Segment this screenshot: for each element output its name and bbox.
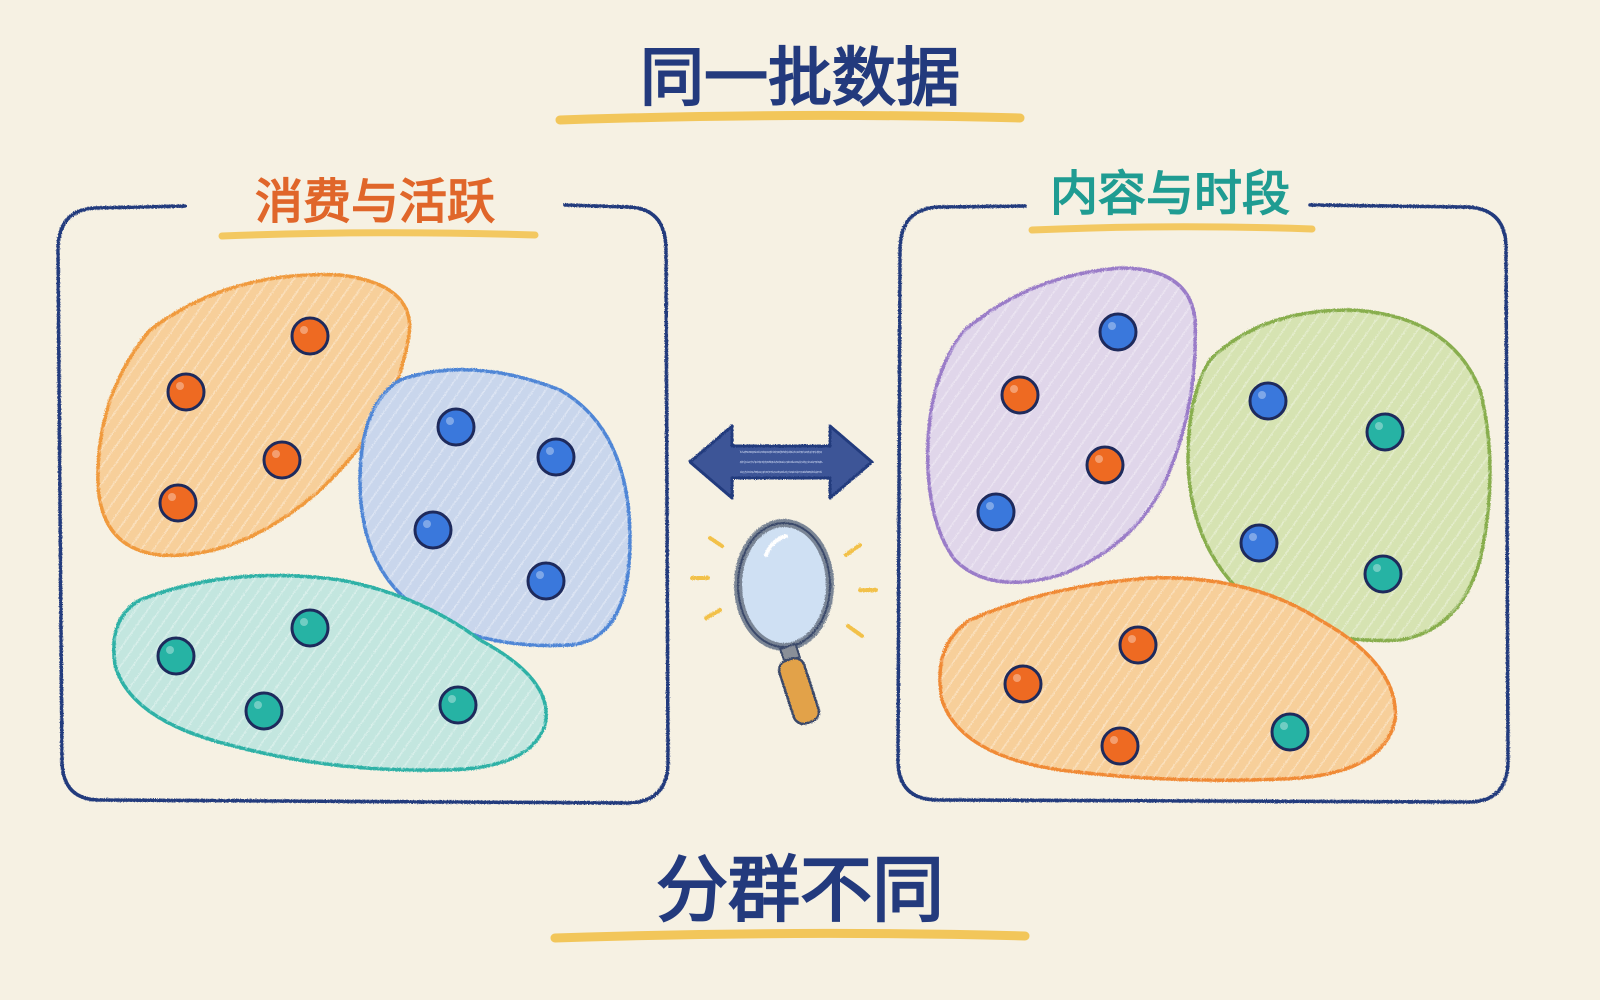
left-point-highlight	[536, 571, 544, 579]
right-point-orange	[1118, 625, 1158, 665]
left-point-orange	[166, 372, 206, 412]
left-point-orange	[262, 440, 302, 480]
left-point-blue	[526, 561, 566, 601]
right-point-highlight	[986, 502, 994, 510]
right-panel-frame	[896, 203, 1510, 804]
right-cluster-purple	[925, 266, 1198, 585]
left-point-highlight	[448, 695, 456, 703]
left-point-teal	[438, 685, 478, 725]
right-point-highlight	[1249, 533, 1257, 541]
left-point-highlight	[546, 447, 554, 455]
right-point-orange	[1085, 445, 1125, 485]
left-point-highlight	[166, 646, 174, 654]
right-point-highlight	[1110, 736, 1118, 744]
right-point-orange	[1100, 726, 1140, 766]
right-point-highlight	[1013, 674, 1021, 682]
left-point-orange	[290, 316, 330, 356]
left-point-highlight	[176, 382, 184, 390]
left-points	[156, 316, 576, 731]
left-cluster-teal	[112, 573, 548, 772]
left-point-highlight	[168, 493, 176, 501]
magnifier-icon	[690, 519, 878, 726]
right-point-teal	[1363, 554, 1403, 594]
left-point-highlight	[300, 618, 308, 626]
right-point-highlight	[1280, 722, 1288, 730]
right-point-highlight	[1258, 391, 1266, 399]
right-point-highlight	[1010, 385, 1018, 393]
left-point-highlight	[423, 520, 431, 528]
right-points	[976, 312, 1405, 766]
right-point-teal	[1270, 712, 1310, 752]
right-point-blue	[1248, 381, 1288, 421]
left-point-highlight	[254, 701, 262, 709]
left-point-blue	[413, 510, 453, 550]
left-point-teal	[244, 691, 284, 731]
right-point-highlight	[1128, 635, 1136, 643]
subtitle-underline	[550, 928, 1030, 943]
left-point-blue	[536, 437, 576, 477]
right-point-blue	[976, 492, 1016, 532]
title-underline	[555, 110, 1025, 125]
subtitle: 分群不同	[656, 848, 944, 932]
right-point-orange	[1003, 664, 1043, 704]
right-point-highlight	[1095, 455, 1103, 463]
double-arrow-icon	[688, 424, 874, 500]
right-label-underline	[1028, 223, 1316, 234]
left-point-teal	[156, 636, 196, 676]
right-panel-label: 内容与时段	[1050, 166, 1290, 222]
left-point-blue	[436, 407, 476, 447]
left-point-highlight	[446, 417, 454, 425]
right-point-blue	[1239, 523, 1279, 563]
right-point-highlight	[1375, 422, 1383, 430]
left-panel-label: 消费与活跃	[255, 174, 496, 230]
left-point-orange	[158, 483, 198, 523]
left-point-highlight	[300, 326, 308, 334]
left-label-underline	[218, 229, 539, 240]
right-point-highlight	[1108, 322, 1116, 330]
right-point-blue	[1098, 312, 1138, 352]
left-point-highlight	[272, 450, 280, 458]
left-panel-frame	[56, 203, 670, 805]
page-title: 同一批数据	[640, 42, 960, 116]
right-point-highlight	[1373, 564, 1381, 572]
left-point-teal	[290, 608, 330, 648]
right-point-teal	[1365, 412, 1405, 452]
right-point-orange	[1000, 375, 1040, 415]
